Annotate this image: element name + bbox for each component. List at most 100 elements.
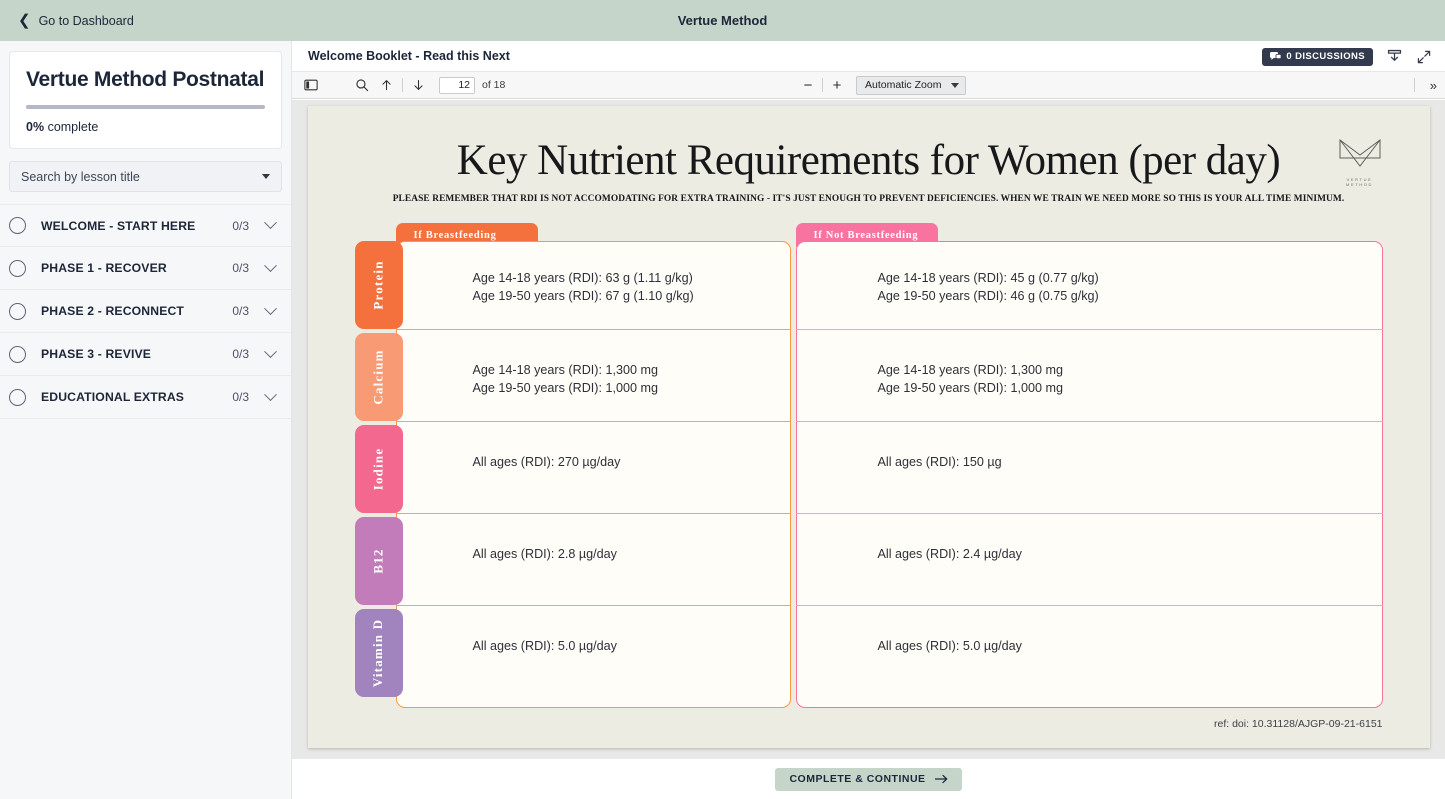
chevron-down-icon[interactable] xyxy=(264,344,277,358)
lesson-section-count: 0/3 xyxy=(232,390,249,404)
arrow-down-icon xyxy=(414,80,423,90)
chevron-down-icon xyxy=(262,174,270,179)
circle-incomplete-icon xyxy=(9,345,26,363)
pdf-reference: ref: doi: 10.31128/AJGP-09-21-6151 xyxy=(1214,718,1383,730)
lesson-section-label: EDUCATIONAL EXTRAS xyxy=(41,390,185,404)
go-to-dashboard-link[interactable]: ❮ Go to Dashboard xyxy=(18,13,134,28)
lesson-section-row[interactable]: EDUCATIONAL EXTRAS 0/3 xyxy=(0,376,291,419)
progress-percent: 0% xyxy=(26,120,45,134)
column-box-breastfeeding xyxy=(395,241,791,708)
row-divider xyxy=(795,329,1383,330)
nutrient-row-label: Vitamin D xyxy=(354,609,403,697)
zoom-level-select[interactable]: Automatic Zoom xyxy=(856,75,967,95)
lesson-section-row[interactable]: PHASE 2 - RECONNECT 0/3 xyxy=(0,290,291,333)
circle-incomplete-icon xyxy=(9,302,26,320)
lesson-section-count: 0/3 xyxy=(232,218,249,233)
cell-breastfeeding: Age 14-18 years (RDI): 1,300 mg Age 19-5… xyxy=(472,363,659,396)
sidebar-panel-icon xyxy=(303,79,318,91)
nutrient-table: If Breastfeeding If Not Breastfeeding Pr… xyxy=(354,223,1383,708)
arrow-up-icon xyxy=(382,80,391,90)
document-header: Welcome Booklet - Read this Next 0 DISCU… xyxy=(292,41,1445,72)
vertue-m-logo xyxy=(1339,139,1380,167)
complete-and-continue-button[interactable]: COMPLETE & CONTINUE xyxy=(775,767,962,791)
chevron-left-icon: ❮ xyxy=(18,12,31,29)
lesson-section-label: WELCOME - START HERE xyxy=(41,218,196,233)
pdf-next-page-button[interactable] xyxy=(406,75,431,96)
pdf-subheading: PLEASE REMEMBER THAT RDI IS NOT ACCOMODA… xyxy=(392,194,1345,204)
row-divider xyxy=(395,421,791,422)
chevron-down-icon[interactable] xyxy=(264,301,277,315)
discussions-button[interactable]: 0 DISCUSSIONS xyxy=(1262,47,1373,66)
nutrient-name: Protein xyxy=(370,260,386,310)
pdf-page-number-input[interactable] xyxy=(439,76,475,94)
nutrient-row-label: Protein xyxy=(354,241,403,329)
nutrient-name: Vitamin D xyxy=(370,618,386,688)
lesson-footer: COMPLETE & CONTINUE xyxy=(292,758,1445,799)
progress-text: complete xyxy=(47,120,99,134)
progress-label: 0% complete xyxy=(26,120,265,134)
vertue-logo: VERTUE METHOD xyxy=(1334,136,1386,187)
search-lesson-placeholder: Search by lesson title xyxy=(21,169,140,184)
circle-incomplete-icon xyxy=(9,388,26,406)
comments-icon xyxy=(1270,52,1282,60)
lesson-section-count: 0/3 xyxy=(232,347,249,361)
toolbar-divider xyxy=(402,78,403,92)
search-icon xyxy=(355,79,368,92)
pdf-search-button[interactable] xyxy=(349,75,374,96)
chevron-down-icon[interactable] xyxy=(264,216,277,230)
nutrient-row-label: Iodine xyxy=(354,425,403,513)
lesson-section-label: PHASE 2 - RECONNECT xyxy=(41,304,185,318)
zoom-out-button[interactable]: − xyxy=(803,76,813,94)
nutrient-name: Calcium xyxy=(370,349,386,405)
zoom-in-button[interactable]: + xyxy=(832,76,842,94)
pdf-page-canvas: VERTUE METHOD Key Nutrient Requirements … xyxy=(307,106,1430,748)
chevron-down-icon[interactable] xyxy=(264,387,277,401)
lesson-section-label: PHASE 3 - REVIVE xyxy=(41,347,152,361)
download-icon xyxy=(1387,49,1402,61)
cell-breastfeeding: Age 14-18 years (RDI): 63 g (1.11 g/kg) … xyxy=(472,271,694,304)
lesson-main-panel: Welcome Booklet - Read this Next 0 DISCU… xyxy=(292,41,1445,799)
toolbar-divider xyxy=(822,78,823,92)
pdf-viewer[interactable]: VERTUE METHOD Key Nutrient Requirements … xyxy=(292,100,1445,758)
pdf-page-total-label: of 18 xyxy=(482,79,506,91)
course-progress-card: Vertue Method Postnatal 0% complete xyxy=(9,51,282,149)
lesson-section-count: 0/3 xyxy=(232,304,249,318)
zoom-level-value: Automatic Zoom xyxy=(865,79,942,91)
row-divider xyxy=(395,329,791,330)
pdf-toolbar: of 18 − + Automatic Zoom » xyxy=(292,72,1445,99)
circle-incomplete-icon xyxy=(9,217,26,234)
vertue-logo-wordmark: VERTUE METHOD xyxy=(1346,177,1373,187)
expand-icon xyxy=(1417,50,1431,63)
pdf-previous-page-button[interactable] xyxy=(374,75,399,96)
nutrient-name: B12 xyxy=(370,548,386,574)
cell-not-breastfeeding: All ages (RDI): 5.0 µg/day xyxy=(877,639,1022,653)
cell-not-breastfeeding: Age 14-18 years (RDI): 1,300 mg Age 19-5… xyxy=(877,363,1064,396)
pdf-sidebar-toggle-button[interactable] xyxy=(298,75,323,96)
circle-incomplete-icon xyxy=(9,259,26,277)
cell-not-breastfeeding: All ages (RDI): 150 µg xyxy=(877,455,1002,469)
fullscreen-button[interactable] xyxy=(1416,49,1432,65)
row-divider xyxy=(795,513,1383,514)
lesson-section-row[interactable]: PHASE 3 - REVIVE 0/3 xyxy=(0,333,291,376)
cell-breastfeeding: All ages (RDI): 2.8 µg/day xyxy=(472,547,617,561)
cell-not-breastfeeding: All ages (RDI): 2.4 µg/day xyxy=(877,547,1022,561)
go-to-dashboard-label: Go to Dashboard xyxy=(38,13,134,28)
lesson-section-row[interactable]: WELCOME - START HERE 0/3 xyxy=(0,204,291,247)
chevron-down-icon xyxy=(951,82,960,88)
course-sidebar: Vertue Method Postnatal 0% complete Sear… xyxy=(0,41,292,799)
nutrient-row-label: B12 xyxy=(354,517,403,605)
cell-breastfeeding: All ages (RDI): 270 µg/day xyxy=(472,455,621,469)
download-button[interactable] xyxy=(1386,48,1403,65)
search-lesson-select[interactable]: Search by lesson title xyxy=(9,161,282,192)
complete-and-continue-label: COMPLETE & CONTINUE xyxy=(789,773,926,785)
arrow-right-icon xyxy=(934,774,947,784)
chevron-down-icon[interactable] xyxy=(264,258,277,272)
nutrient-row-label: Calcium xyxy=(354,333,403,421)
toolbar-divider xyxy=(1414,78,1415,92)
row-divider xyxy=(395,513,791,514)
discussions-label: 0 DISCUSSIONS xyxy=(1286,51,1365,62)
progress-bar xyxy=(26,105,265,109)
pdf-more-tools-button[interactable]: » xyxy=(1429,77,1437,93)
